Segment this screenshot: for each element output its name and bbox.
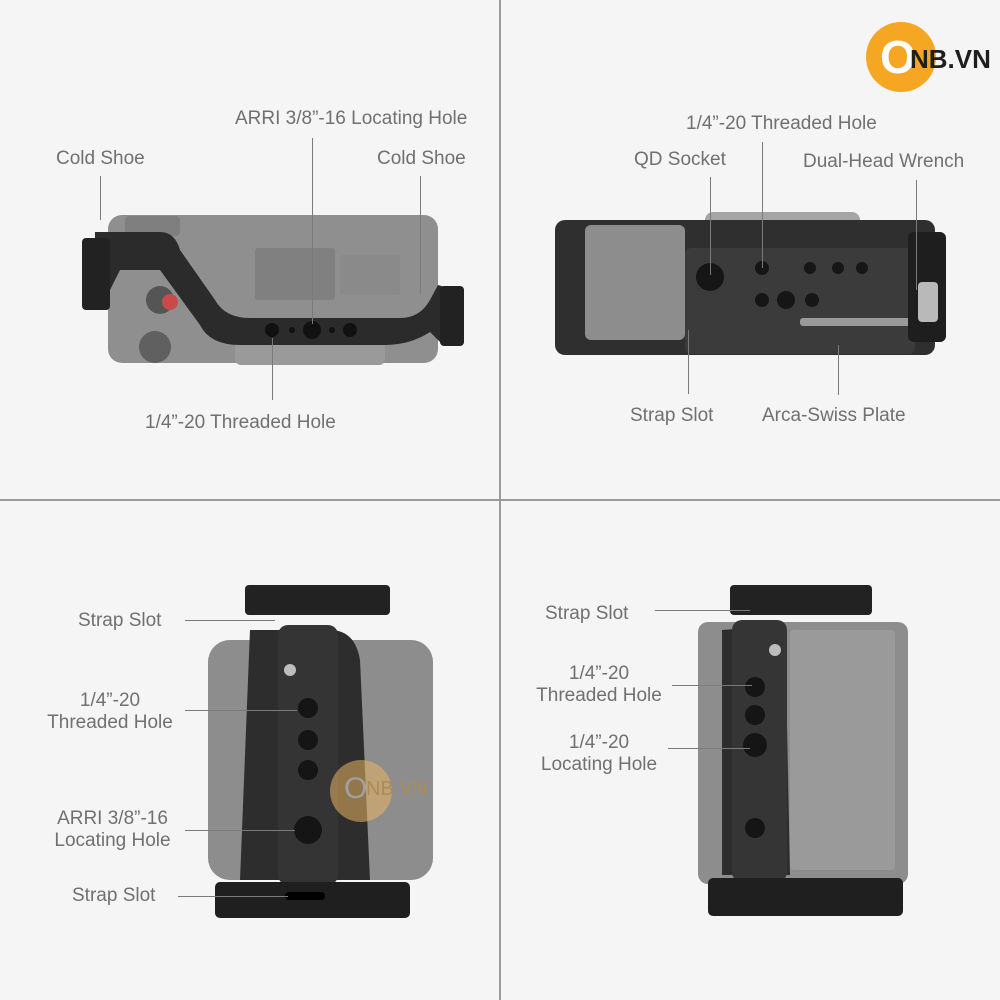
label-threaded-hole-tr: 1/4”-20 Threaded Hole bbox=[686, 113, 877, 134]
camera-cage-bottom-view bbox=[555, 212, 946, 355]
watermark: O NB.VN bbox=[330, 760, 450, 830]
label-threaded-hole: 1/4”-20 Threaded Hole bbox=[145, 412, 336, 433]
label-arri-line1: ARRI 3/8”-16 bbox=[57, 808, 168, 829]
label-strap-slot-tr: Strap Slot bbox=[630, 405, 714, 426]
label-cold-shoe-left: Cold Shoe bbox=[56, 148, 145, 169]
leader-strap-slot-bottom bbox=[178, 896, 288, 897]
leader-wrench bbox=[916, 180, 917, 290]
camera-cage-side-view-left bbox=[208, 585, 433, 918]
camera-cage-top-view bbox=[82, 215, 464, 365]
leader-strap-slot-br bbox=[655, 610, 750, 611]
leader-locating-br bbox=[668, 748, 750, 749]
brand-logo: O NB.VN bbox=[866, 22, 991, 94]
leader-qd-socket bbox=[710, 177, 711, 275]
label-arri-hole: ARRI 3/8”-16 Locating Hole bbox=[235, 108, 468, 129]
label-strap-slot-br: Strap Slot bbox=[545, 603, 629, 624]
label-cold-shoe-right: Cold Shoe bbox=[377, 148, 466, 169]
leader-strap-slot-top bbox=[185, 620, 275, 621]
watermark-letter: O bbox=[344, 772, 368, 805]
camera-cage-side-view-right bbox=[698, 585, 908, 916]
leader-cold-shoe-right bbox=[420, 176, 421, 294]
label-threaded-line1: 1/4”-20 bbox=[79, 690, 141, 711]
label-locating-br-line1: 1/4”-20 bbox=[568, 732, 630, 753]
watermark-circle-icon bbox=[330, 760, 392, 822]
leader-arri bbox=[185, 830, 295, 831]
horizontal-divider bbox=[0, 499, 1000, 501]
leader-strap-slot-tr bbox=[688, 330, 689, 394]
leader-threaded-hole bbox=[272, 338, 273, 400]
label-arri-line2: Locating Hole bbox=[54, 830, 171, 851]
leader-threaded-hole-tr bbox=[762, 142, 763, 268]
logo-letter: O bbox=[880, 31, 916, 83]
label-qd-socket: QD Socket bbox=[634, 149, 726, 170]
label-strap-slot-top: Strap Slot bbox=[78, 610, 162, 631]
leader-arri-hole bbox=[312, 138, 313, 324]
label-wrench: Dual-Head Wrench bbox=[803, 151, 965, 172]
label-arca-plate: Arca-Swiss Plate bbox=[762, 405, 906, 426]
label-locating-br-line2: Locating Hole bbox=[540, 754, 658, 775]
label-threaded-br-line1: 1/4”-20 bbox=[568, 663, 630, 684]
leader-threaded bbox=[185, 710, 297, 711]
leader-arca-plate bbox=[838, 345, 839, 395]
watermark-text: NB.VN bbox=[366, 778, 428, 800]
logo-circle-icon bbox=[866, 22, 936, 92]
label-threaded-line2: Threaded Hole bbox=[47, 712, 173, 733]
label-strap-slot-bottom: Strap Slot bbox=[72, 885, 156, 906]
leader-threaded-br bbox=[672, 685, 752, 686]
label-threaded-br-line2: Threaded Hole bbox=[536, 685, 662, 706]
logo-text: NB.VN bbox=[910, 44, 991, 74]
leader-cold-shoe-left bbox=[100, 176, 101, 220]
